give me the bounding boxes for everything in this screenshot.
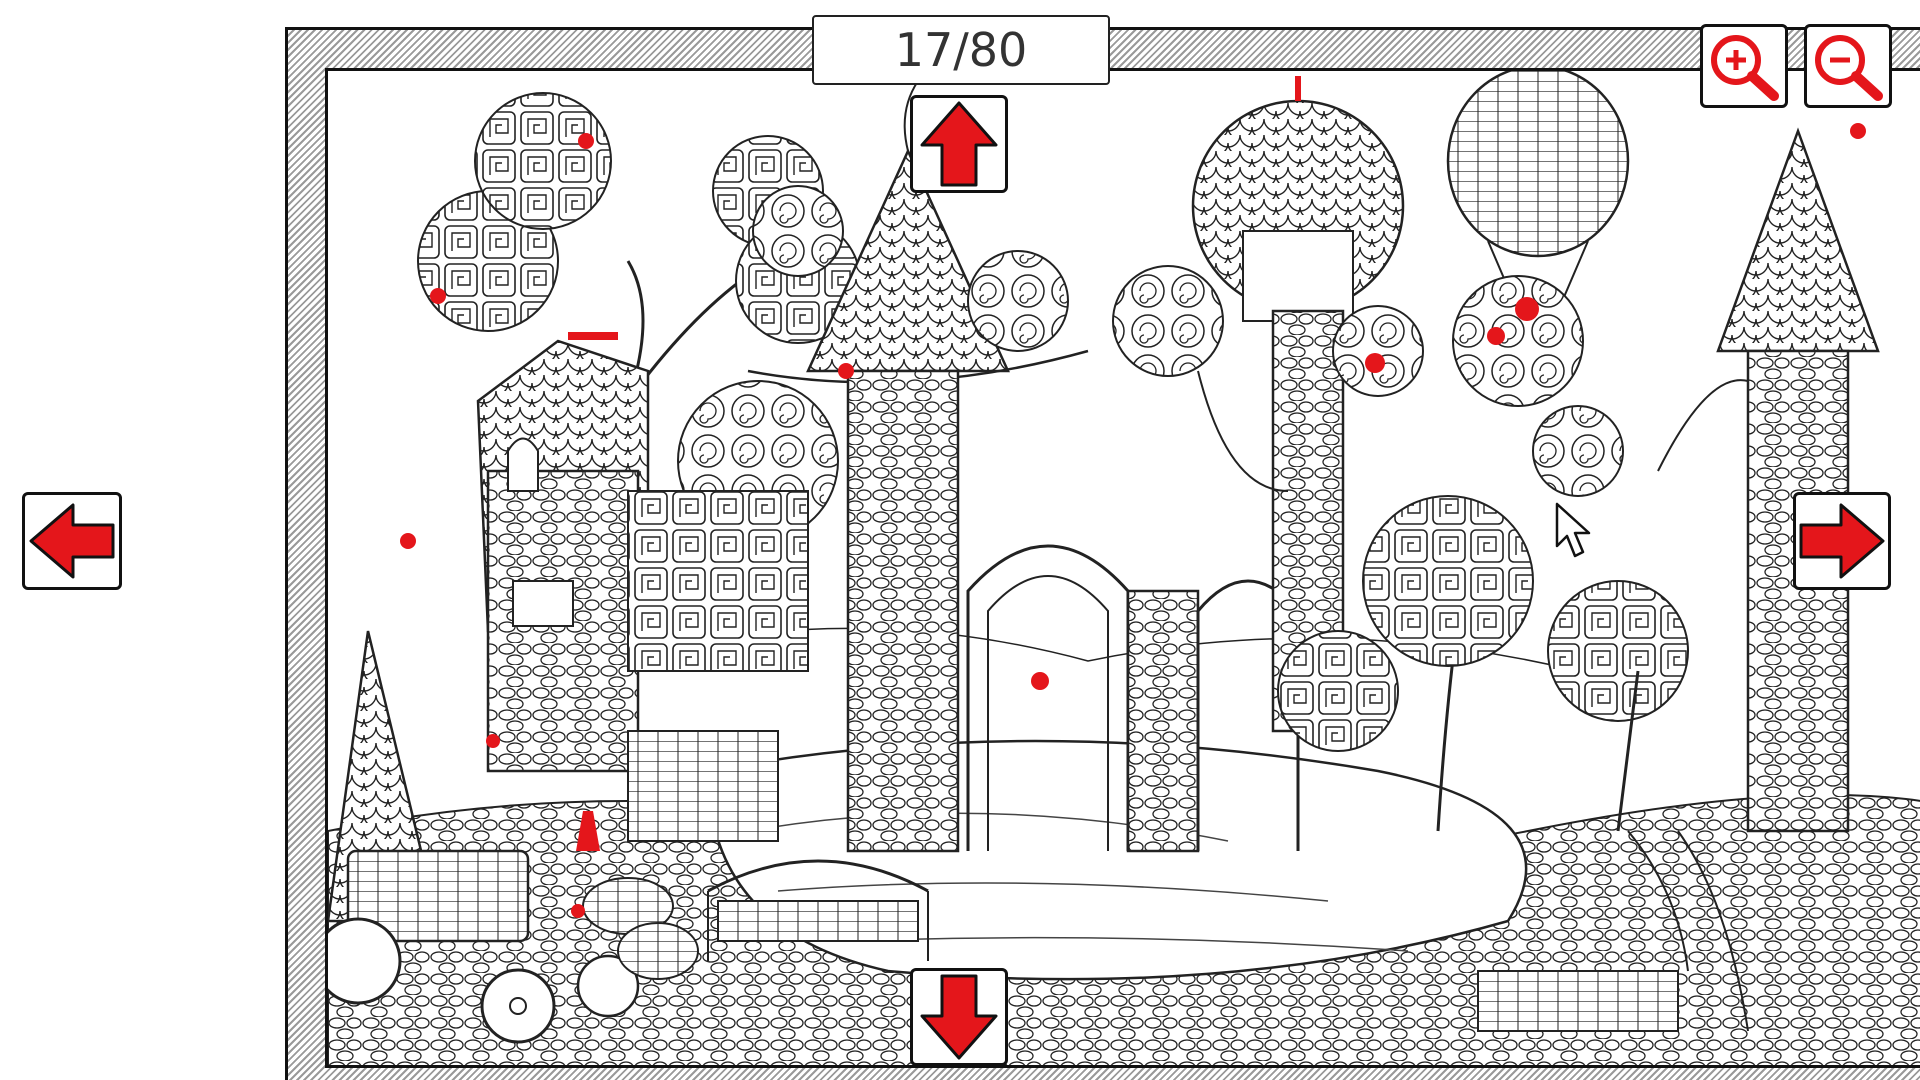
scroll-right-button[interactable] — [1793, 492, 1891, 590]
scroll-left-button[interactable] — [22, 492, 122, 590]
fantasy-village-artwork[interactable] — [328, 71, 1920, 1068]
arrow-left-icon — [29, 503, 115, 579]
page-counter: 17/80 — [812, 15, 1110, 85]
mouse-cursor-icon — [1555, 502, 1591, 558]
zoom-out-icon — [1815, 35, 1883, 101]
zoom-out-button[interactable] — [1804, 24, 1892, 108]
arrow-down-icon — [920, 974, 998, 1060]
arrow-right-icon — [1799, 503, 1885, 579]
coloring-canvas[interactable] — [325, 68, 1920, 1068]
zoom-in-icon — [1711, 35, 1779, 101]
hidden-objects — [400, 123, 1866, 918]
scroll-up-button[interactable] — [910, 95, 1008, 193]
zoom-in-button[interactable] — [1700, 24, 1788, 108]
scroll-down-button[interactable] — [910, 968, 1008, 1066]
arrow-up-icon — [920, 101, 998, 187]
